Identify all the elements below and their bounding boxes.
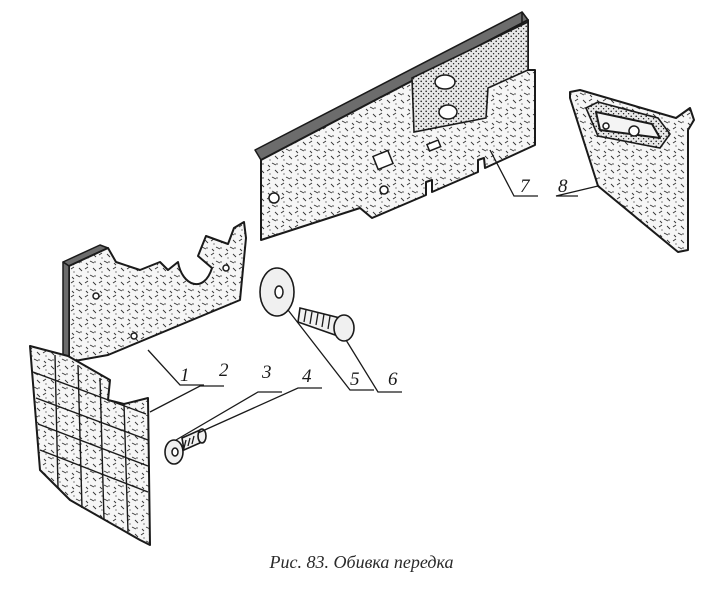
callout-5: 5 bbox=[350, 369, 360, 390]
washer-3 bbox=[164, 439, 184, 465]
screw-4 bbox=[181, 428, 207, 452]
exploded-assembly-diagram: 1 2 3 4 5 6 7 8 bbox=[29, 11, 695, 546]
callout-3: 3 bbox=[261, 362, 272, 383]
panel-2 bbox=[29, 345, 151, 546]
callout-7: 7 bbox=[520, 176, 531, 197]
figure-caption: Рис. 83. Обивка передка bbox=[269, 552, 454, 572]
callout-2: 2 bbox=[219, 360, 229, 381]
callout-1: 1 bbox=[180, 365, 190, 386]
leader-lines bbox=[147, 149, 599, 441]
callout-8: 8 bbox=[558, 176, 568, 197]
callout-4: 4 bbox=[302, 366, 312, 387]
callout-labels: 1 2 3 4 5 6 7 8 bbox=[180, 176, 568, 390]
bolt-6 bbox=[297, 307, 355, 342]
callout-6: 6 bbox=[388, 369, 398, 390]
panel-1 bbox=[62, 221, 247, 363]
washer-5 bbox=[259, 267, 295, 317]
panel-8 bbox=[569, 89, 695, 253]
panel-7 bbox=[254, 11, 536, 241]
